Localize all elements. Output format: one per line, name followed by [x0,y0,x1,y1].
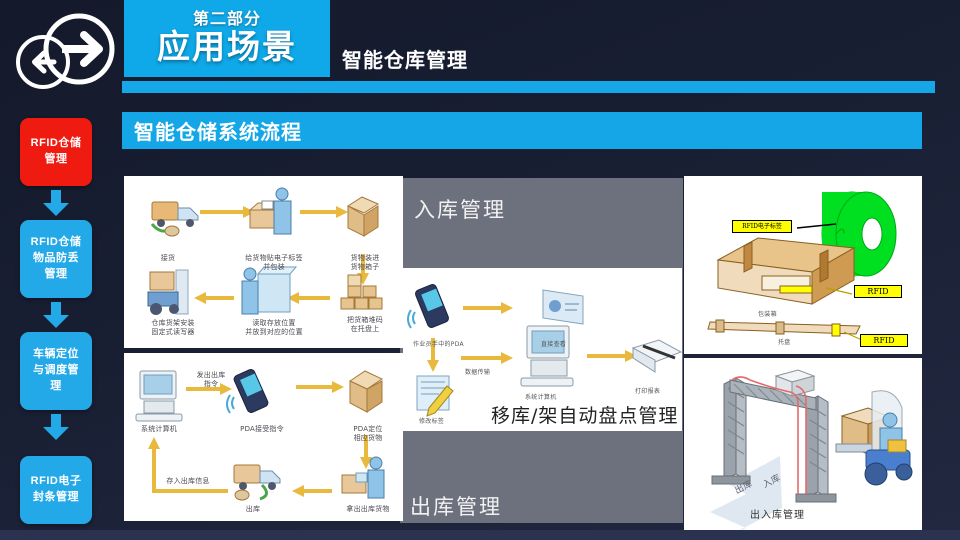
flow-step-label: 数据传输 [465,369,491,376]
sidebar-item-label: RFID电子 封条管理 [30,475,82,503]
flow-step-label: 把货箱堆码 在托盘上 [347,316,383,334]
sidebar-item-label: RFID仓储 物品防丢 管理 [30,236,82,280]
flow-step-label: 读取存放位置 并放到对应的位置 [245,319,303,337]
flow-step-label: 出库 [245,505,261,513]
footer-bar [0,530,960,540]
stacked-boxes-icon [340,274,383,310]
header-title-block: 第二部分 应用场景 [124,0,330,77]
forklift-shelf-icon [147,269,189,315]
down-arrow-icon [42,190,70,216]
flow-step-label: 系统计算机 [525,394,557,401]
flow-step-label: 拿出出库货物 [346,505,390,513]
gate-panel: 出库 入库 出入库管理 [684,358,922,530]
wooden-carton-icon [716,237,856,305]
inbound-overlay-label: 入库管理 [414,198,506,222]
worker-reader-shelf-icon [241,266,298,315]
sidebar-item-label: 车辆定位 与调度管 理 [33,348,79,392]
worker-tagging-box-icon [248,187,292,235]
desktop-computer-icon [520,325,574,387]
double-circle-arrow-icon [6,4,122,96]
rfid-tag-callout: RFID电子标签 [732,220,792,233]
stocktake-flow-panel: 作业员手中的PDA 直接查看 修改标签 数据传输 系统计算机 打印报表 移库/架… [403,268,682,431]
pda-handheld-icon [226,369,269,414]
flow-step-label: 打印报表 [635,388,661,395]
flow-step-label: 货物装进 货物箱子 [350,254,380,272]
sidebar-item-eseal[interactable]: RFID电子 封条管理 [20,456,92,524]
desktop-computer-icon [135,370,183,422]
header-accent-strip [122,81,935,93]
printer-report-icon [631,339,682,373]
sidebar-item-rfid-warehouse[interactable]: RFID仓储 管理 [20,118,92,186]
rfid-callout: RFID [860,334,908,347]
down-arrow-icon [42,302,70,328]
pda-handheld-icon [407,284,449,329]
carton-caption: 包装箱 [758,311,777,318]
flow-step-label: 修改标签 [419,418,445,425]
flow-step-label: 直接查看 [541,341,567,348]
down-arrow-icon [42,414,70,440]
screen-view-icon [542,289,584,325]
flow-step-label: 系统计算机 [141,425,177,433]
rfid-callout: RFID [854,285,902,298]
flow-step-label: 作业员手中的PDA [413,341,464,348]
carton-box-icon [348,370,384,413]
flow-step-label: 存入出库信息 [166,477,210,485]
carton-box-icon [346,196,380,237]
delivery-truck-icon [150,201,199,237]
flow-step-label: PDA定位 相应货物 [353,425,383,443]
gate-caption: 出入库管理 [750,510,805,521]
outbound-flow-panel: 系统计算机 发出出库 指令 PDA接受指令 PDA定位 相应货物 拿出出库货物 … [124,353,403,521]
inout-direction-arrow-icon [710,456,782,530]
section-banner-title: 智能仓储系统流程 [134,122,302,144]
flow-step-label: 给货物贴电子标签 并包装 [245,254,303,272]
flow-step-label: 发出出库 指令 [196,371,226,389]
forklift-with-pallet-icon [835,390,913,486]
page-title: 应用场景 [157,28,297,66]
header-subtitle: 智能仓库管理 [342,50,468,72]
inbound-flow-panel: 接货 给货物贴电子标签 并包装 货物装进 货物箱子 把货箱堆码 在托盘上 读取存… [124,176,403,348]
rfid-carton-panel: RFID电子标签 RFID RFID 包装箱 托盘 [684,176,922,354]
outbound-overlay-label: 出库管理 [410,495,502,519]
section-banner: 智能仓储系统流程 [122,112,922,149]
edit-tag-icon [416,375,454,417]
flow-step-label: 接货 [160,254,176,262]
pallet-caption: 托盘 [778,339,791,346]
stocktake-caption: 移库/架自动盘点管理 [491,405,679,427]
sidebar-item-label: RFID仓储 管理 [30,137,82,165]
flow-step-label: 仓库货架安装 固定式读写器 [151,319,195,337]
part-label: 第二部分 [192,11,261,29]
pallet-icon [707,319,861,337]
flow-step-label: PDA接受指令 [240,425,284,433]
sidebar-item-anti-loss[interactable]: RFID仓储 物品防丢 管理 [20,220,92,298]
delivery-truck-icon [233,464,281,501]
worker-picking-icon [341,456,385,499]
sidebar-item-vehicle-dispatch[interactable]: 车辆定位 与调度管 理 [20,332,92,410]
reader-antenna-icon [774,369,816,397]
